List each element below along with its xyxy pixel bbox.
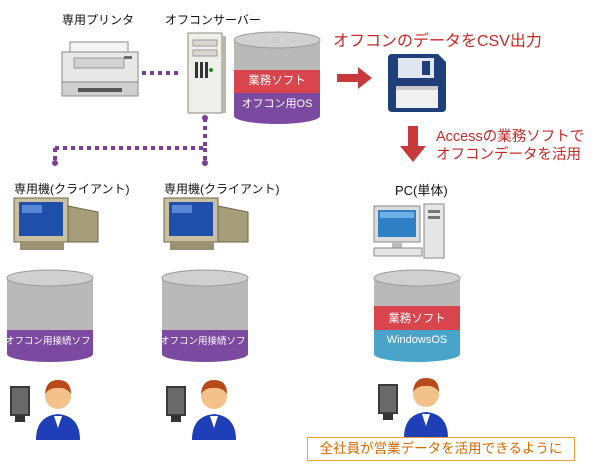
access-caption-line2: オフコンデータを活用 [436,147,581,163]
access-caption-line1: Accessの業務ソフトで [436,129,585,145]
pc-db-band-top-label: 業務ソフト [388,313,446,325]
right-arrow-icon [337,67,372,89]
floppy-disk-icon [388,54,446,112]
user-at-computer-icon [166,380,236,440]
access-caption: Accessの業務ソフトで オフコンデータを活用 [436,128,584,164]
desktop-pc-icon [373,203,445,259]
client2-label: 専用機(クライアント) [164,182,280,196]
printer-icon [61,41,139,97]
user-at-computer-icon [10,380,80,440]
client1-db-band-label: オフコン用接続ソフト [5,336,101,347]
crt-monitor-icon [163,197,249,250]
bottom-note: 全社員が営業データを活用できるように [307,437,575,461]
printer-label: 専用プリンタ [62,13,135,27]
server-db-band-top [234,70,320,93]
client2-database [161,269,249,362]
client1-label: 専用機(クライアント) [14,182,130,196]
server-db-band-top-label: 業務ソフト [248,75,306,87]
csv-export-caption: オフコンのデータをCSV出力 [333,33,542,50]
down-arrow-icon [400,126,426,162]
pc-label: PC(単体) [395,183,448,198]
pc-db-band-bottom-label: WindowsOS [386,334,448,346]
crt-monitor-icon [13,197,99,250]
server-db-band-bottom-label: オフコン用OS [241,98,313,110]
server-label: オフコンサーバー [165,13,261,27]
pc-db-band-top [374,306,460,330]
user-at-computer-icon [378,378,448,438]
client2-db-band-label: オフコン用接続ソフト [160,336,256,347]
server-database [233,31,321,124]
pc-database [373,269,461,362]
server-tower-icon [187,32,226,114]
client1-database [6,269,94,362]
